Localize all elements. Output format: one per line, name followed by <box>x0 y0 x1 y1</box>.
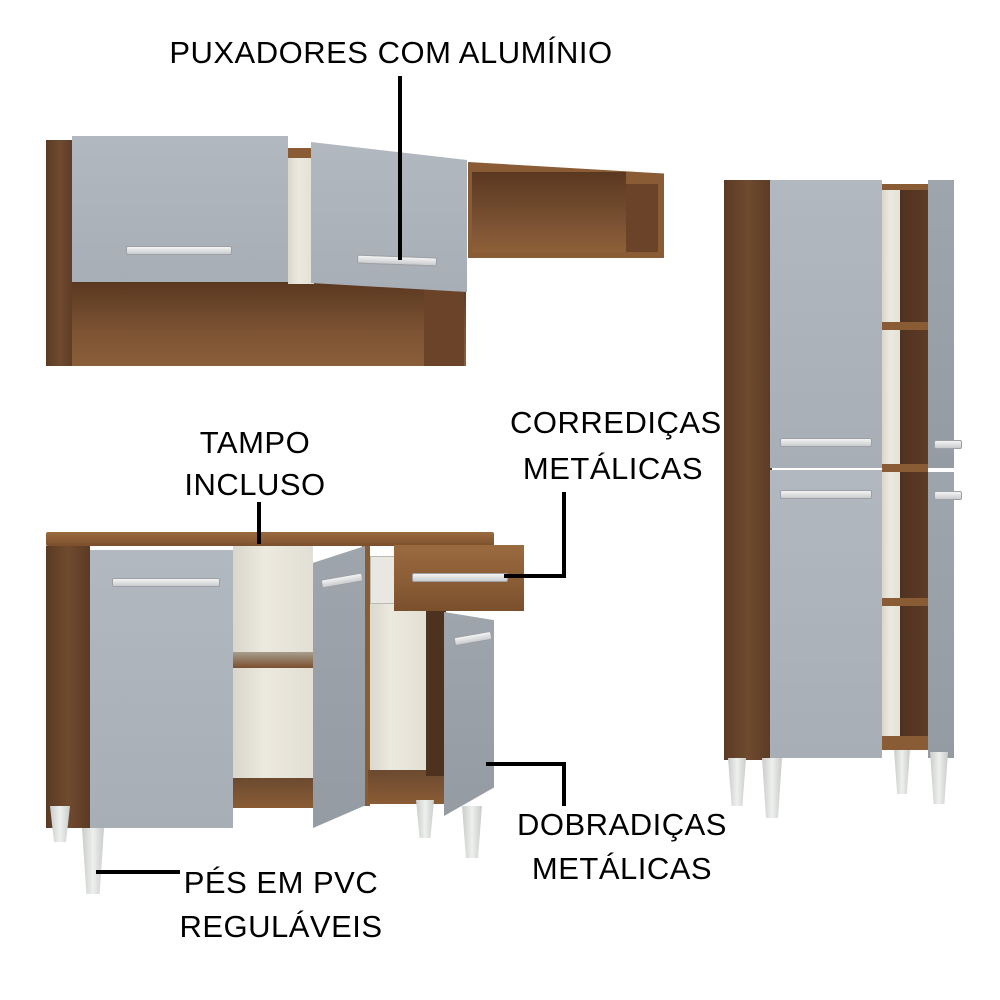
wall-cabinet-interior <box>288 150 314 284</box>
countertop <box>46 532 494 546</box>
label-hinges-line2: METÁLICAS <box>531 851 713 886</box>
handle-icon <box>780 490 872 499</box>
handle-icon <box>112 578 220 587</box>
label-slides-line1: CORREDIÇAS <box>510 405 722 440</box>
leg-icon <box>728 758 746 806</box>
base-cabinet-door-right-open <box>444 612 494 816</box>
leader-line-slides-horizontal <box>504 574 566 578</box>
leader-line-handles <box>398 76 402 260</box>
leader-line-countertop <box>257 502 261 544</box>
handle-icon <box>412 573 508 582</box>
base-cabinet-inner-side <box>426 610 446 776</box>
wall-cabinet-top-edge <box>288 148 318 158</box>
drawer-front <box>394 545 524 611</box>
tall-cabinet-door-upper <box>770 180 882 468</box>
base-cabinet-divider <box>362 546 370 806</box>
tall-cabinet-shelf-2 <box>882 464 928 472</box>
tall-cabinet-side-panel <box>724 180 772 760</box>
base-cabinet-bottom-left <box>233 778 313 808</box>
leader-line-slides-vertical <box>562 492 566 578</box>
handle-icon <box>126 246 232 255</box>
leg-icon <box>762 758 782 818</box>
tall-cabinet-shelf-3 <box>882 598 928 606</box>
tall-cabinet-door-upper-open <box>928 180 954 468</box>
base-cabinet-shelf <box>233 652 313 668</box>
leader-line-feet <box>96 870 180 874</box>
handle-icon <box>320 572 364 589</box>
leg-icon <box>50 806 70 842</box>
wall-niche-back <box>472 172 626 252</box>
base-cabinet-door-middle-open <box>313 546 365 828</box>
tall-cabinet-top <box>880 184 928 192</box>
tall-cabinet-shelf-1 <box>882 322 928 330</box>
leader-line-hinges-vertical <box>562 762 566 806</box>
handle-icon <box>780 438 872 447</box>
tall-cabinet-door-lower-open <box>928 472 954 758</box>
wall-cabinet-niche-side <box>424 290 464 366</box>
tall-cabinet-bottom <box>882 736 928 750</box>
handle-icon <box>356 254 438 267</box>
base-cabinet-interior-right <box>368 600 426 780</box>
handle-icon <box>453 630 493 647</box>
leg-icon <box>894 750 910 794</box>
wall-cabinet-side-panel <box>46 140 74 366</box>
label-handles: PUXADORES COM ALUMÍNIO <box>169 35 613 70</box>
label-feet-line2: REGULÁVEIS <box>179 909 383 944</box>
leg-icon <box>416 800 434 838</box>
label-countertop-line1: TAMPO <box>199 425 311 460</box>
label-feet-line1: PÉS EM PVC <box>183 865 379 900</box>
handle-icon <box>934 491 962 500</box>
label-slides-line2: METÁLICAS <box>522 451 704 486</box>
tall-cabinet-door-lower <box>770 470 882 758</box>
label-countertop-line2: INCLUSO <box>184 467 326 502</box>
leader-line-hinges-horizontal <box>486 762 566 766</box>
base-cabinet-side-panel <box>46 546 90 828</box>
label-hinges-line1: DOBRADIÇAS <box>517 807 727 842</box>
wall-cabinet-door-left <box>72 136 288 282</box>
base-cabinet-door-left <box>90 550 233 828</box>
handle-icon <box>934 440 962 449</box>
wall-niche <box>468 162 664 258</box>
wall-cabinet-door-right <box>311 142 467 292</box>
leg-icon <box>930 752 948 804</box>
leg-icon <box>82 828 104 894</box>
wall-niche-side <box>626 184 658 252</box>
leg-icon <box>462 806 482 858</box>
wall-cabinet-niche <box>72 282 466 366</box>
